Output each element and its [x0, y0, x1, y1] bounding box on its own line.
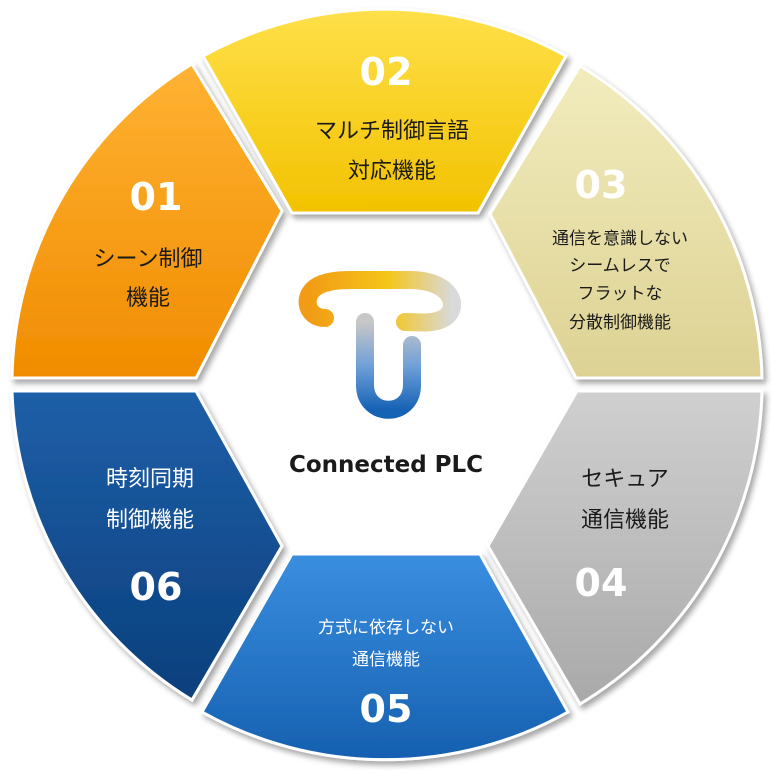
segment-05-label-line-1: 方式に依存しない	[318, 618, 454, 638]
segment-04-shape	[486, 389, 764, 707]
segment-05: 方式に依存しない 通信機能 05	[318, 618, 454, 731]
segment-06-shape	[10, 389, 284, 703]
segment-06-label-line-1: 時刻同期	[106, 467, 194, 492]
segment-04: セキュア 通信機能 04	[575, 467, 669, 605]
segment-05-label-line-2: 通信機能	[352, 650, 420, 670]
segment-03-label-line-2: シームレスで	[569, 256, 671, 276]
segment-01: 01 シーン制御 機能	[94, 175, 203, 311]
segment-06-number: 06	[130, 565, 183, 609]
segment-06-label-line-2: 制御機能	[106, 508, 194, 533]
logo-stem	[356, 313, 421, 419]
segment-03-label-line-1: 通信を意識しない	[552, 229, 688, 249]
segment-05-number: 05	[360, 687, 413, 731]
logo-top-bar	[298, 271, 461, 332]
segment-01-shape	[10, 61, 284, 380]
connected-plc-logo	[298, 271, 461, 419]
segment-06: 時刻同期 制御機能 06	[106, 467, 194, 609]
segment-04-label-line-1: セキュア	[581, 467, 669, 492]
segment-01-label-line-2: 機能	[126, 286, 170, 311]
segment-04-number: 04	[575, 561, 628, 605]
segment-03-label-line-3: フラットな	[578, 284, 663, 304]
segment-03-shape	[488, 63, 764, 380]
segment-02: 02 マルチ制御言語 対応機能	[315, 50, 469, 184]
segment-01-number: 01	[130, 175, 183, 219]
segment-02-label-line-1: マルチ制御言語	[315, 119, 469, 144]
segment-02-shape	[200, 7, 569, 215]
segment-02-label-line-2: 対応機能	[348, 159, 436, 184]
segment-03-number: 03	[575, 163, 628, 207]
segment-02-number: 02	[360, 50, 413, 94]
segment-01-label-line-1: シーン制御	[94, 247, 203, 272]
segment-05-shape	[199, 552, 571, 762]
segment-03: 03 通信を意識しない シームレスで フラットな 分散制御機能	[552, 163, 688, 333]
segment-04-label-line-2: 通信機能	[581, 508, 669, 533]
segment-03-label-line-4: 分散制御機能	[569, 313, 671, 333]
brand-name: Connected PLC	[289, 452, 483, 478]
